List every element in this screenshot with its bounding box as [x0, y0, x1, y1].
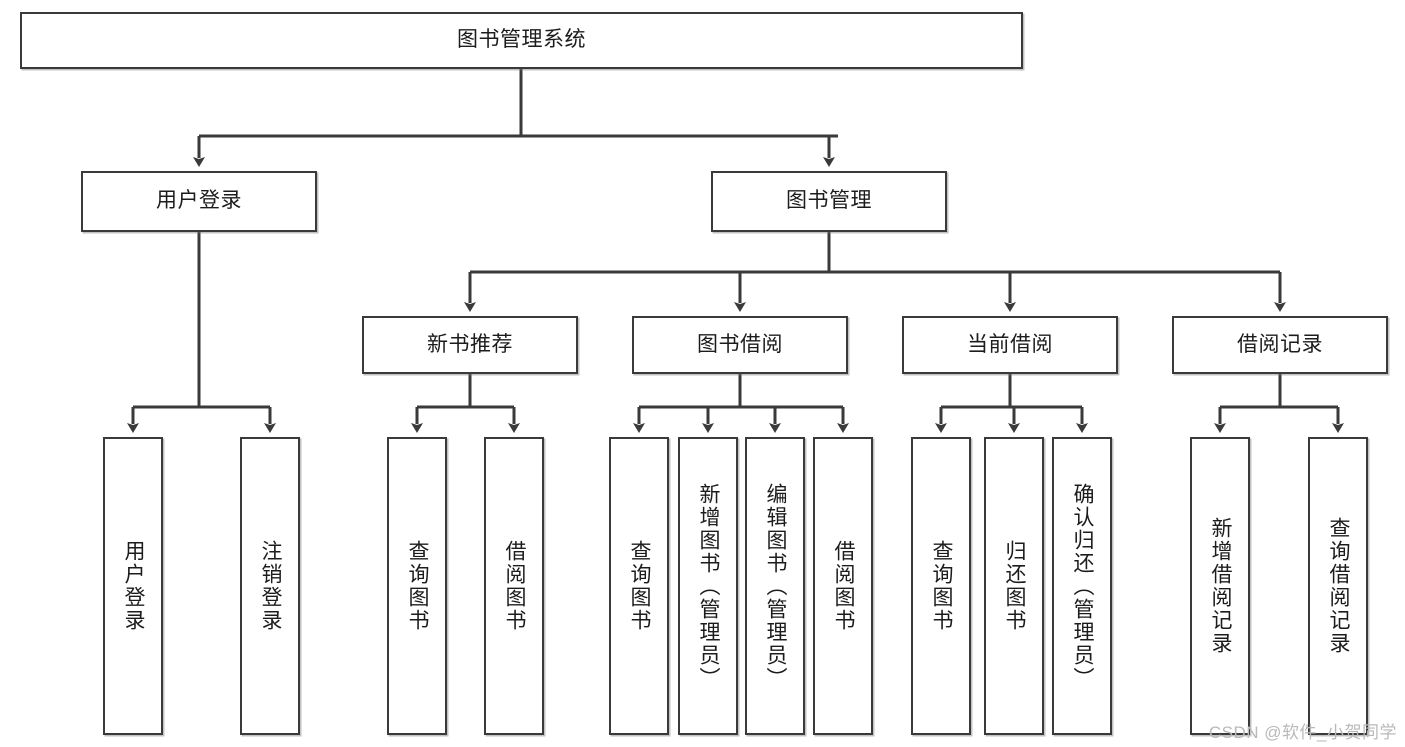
leaf-add-book-admin-label: 新增图书（管理员）	[697, 482, 721, 690]
leaf-borrow-book-2[interactable]: 借阅图书	[813, 437, 873, 735]
leaf-edit-book-admin-label: 编辑图书（管理员）	[764, 482, 788, 690]
node-borrow-record[interactable]: 借阅记录	[1172, 316, 1388, 374]
node-new-book-recommend[interactable]: 新书推荐	[362, 316, 578, 374]
leaf-query-book-2-label: 查询图书	[628, 540, 652, 632]
leaf-query-book-3-label: 查询图书	[930, 540, 954, 632]
node-book-management[interactable]: 图书管理	[711, 171, 947, 232]
leaf-logout-login[interactable]: 注销登录	[240, 437, 300, 735]
leaf-confirm-return-admin[interactable]: 确认归还（管理员）	[1052, 437, 1112, 735]
node-current-borrow[interactable]: 当前借阅	[902, 316, 1118, 374]
csdn-watermark: CSDN @软件_小贺同学	[1208, 723, 1397, 742]
leaf-user-login-label: 用户登录	[122, 540, 146, 632]
node-book-borrow-label: 图书借阅	[697, 332, 783, 356]
leaf-query-borrow-record[interactable]: 查询借阅记录	[1308, 437, 1368, 735]
leaf-add-borrow-record[interactable]: 新增借阅记录	[1190, 437, 1250, 735]
node-book-management-label: 图书管理	[786, 189, 872, 213]
node-current-borrow-label: 当前借阅	[967, 332, 1053, 356]
leaf-return-book-label: 归还图书	[1003, 540, 1027, 632]
leaf-confirm-return-admin-label: 确认归还（管理员）	[1071, 482, 1095, 690]
node-root-label: 图书管理系统	[457, 28, 586, 52]
node-root[interactable]: 图书管理系统	[20, 12, 1023, 69]
node-book-borrow[interactable]: 图书借阅	[632, 316, 848, 374]
node-borrow-record-label: 借阅记录	[1237, 332, 1323, 356]
node-user-login-label: 用户登录	[156, 189, 242, 213]
leaf-query-borrow-record-label: 查询借阅记录	[1327, 517, 1351, 655]
leaf-query-book-3[interactable]: 查询图书	[911, 437, 971, 735]
leaf-add-borrow-record-label: 新增借阅记录	[1209, 517, 1233, 655]
leaf-add-book-admin[interactable]: 新增图书（管理员）	[678, 437, 738, 735]
leaf-borrow-book-2-label: 借阅图书	[832, 540, 856, 632]
leaf-query-book-1-label: 查询图书	[406, 540, 430, 632]
node-new-book-recommend-label: 新书推荐	[427, 332, 513, 356]
leaf-query-book-1[interactable]: 查询图书	[387, 437, 447, 735]
leaf-query-book-2[interactable]: 查询图书	[609, 437, 669, 735]
node-user-login[interactable]: 用户登录	[81, 171, 317, 232]
leaf-return-book[interactable]: 归还图书	[984, 437, 1044, 735]
leaf-borrow-book-1-label: 借阅图书	[503, 540, 527, 632]
leaf-user-login[interactable]: 用户登录	[103, 437, 163, 735]
leaf-logout-login-label: 注销登录	[259, 540, 283, 632]
leaf-borrow-book-1[interactable]: 借阅图书	[484, 437, 544, 735]
leaf-edit-book-admin[interactable]: 编辑图书（管理员）	[745, 437, 805, 735]
